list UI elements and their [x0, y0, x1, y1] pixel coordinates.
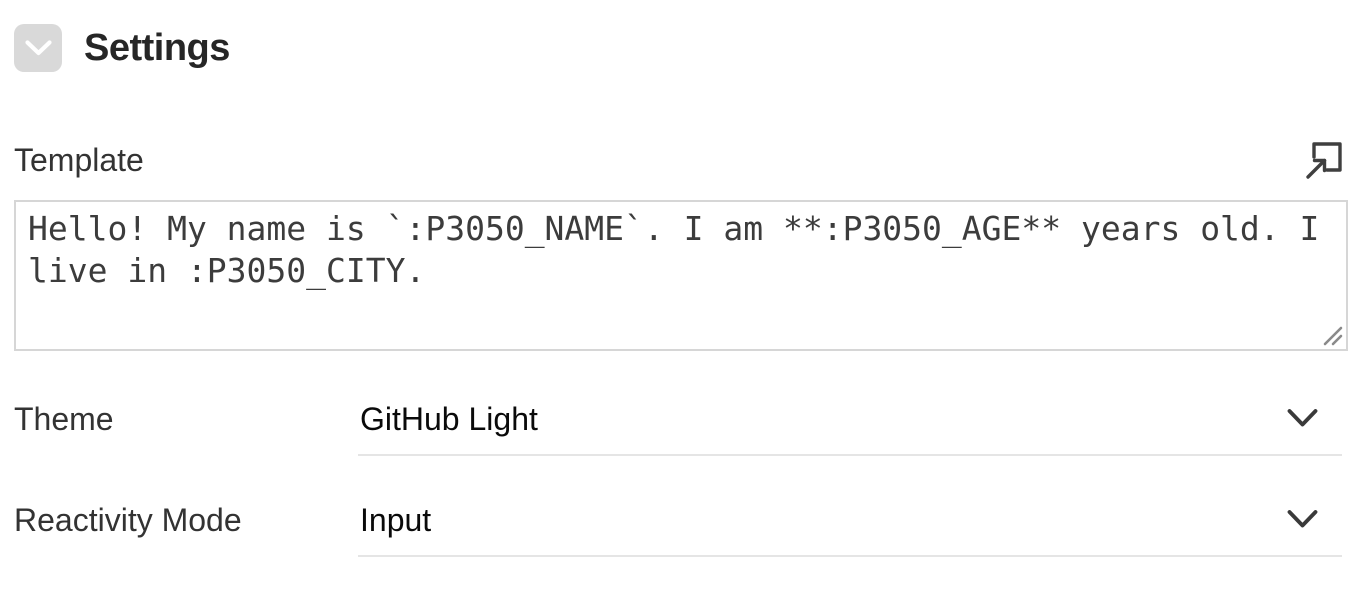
- reactivity-mode-label: Reactivity Mode: [14, 502, 242, 538]
- theme-field-row: Theme GitHub Light: [14, 399, 1342, 456]
- template-textarea-wrap: Hello! My name is `:P3050_NAME`. I am **…: [14, 200, 1348, 351]
- reactivity-mode-select-value: Input: [360, 502, 432, 538]
- chevron-down-icon: [1287, 408, 1318, 428]
- chevron-down-icon: [1287, 509, 1318, 529]
- template-label: Template: [14, 142, 144, 178]
- template-field: Template Hello! My name is `:P3050_NAME`…: [14, 136, 1348, 351]
- page-title: Settings: [84, 27, 230, 69]
- chevron-down-icon: [24, 40, 52, 56]
- theme-label: Theme: [14, 401, 114, 437]
- open-in-dialog-icon: [1300, 136, 1348, 184]
- theme-select-value: GitHub Light: [360, 401, 538, 437]
- reactivity-mode-select[interactable]: Input: [358, 500, 1342, 557]
- open-template-editor-button[interactable]: [1300, 136, 1348, 184]
- theme-select[interactable]: GitHub Light: [358, 399, 1342, 456]
- collapse-settings-button[interactable]: [14, 24, 62, 72]
- settings-panel: Settings Template Hello! My name is `:P3…: [0, 24, 1372, 594]
- resize-grip-icon[interactable]: [1321, 324, 1343, 346]
- settings-header: Settings: [14, 24, 1348, 72]
- template-label-row: Template: [14, 136, 1348, 184]
- reactivity-mode-field-row: Reactivity Mode Input: [14, 500, 1342, 557]
- template-textarea[interactable]: Hello! My name is `:P3050_NAME`. I am **…: [14, 200, 1348, 351]
